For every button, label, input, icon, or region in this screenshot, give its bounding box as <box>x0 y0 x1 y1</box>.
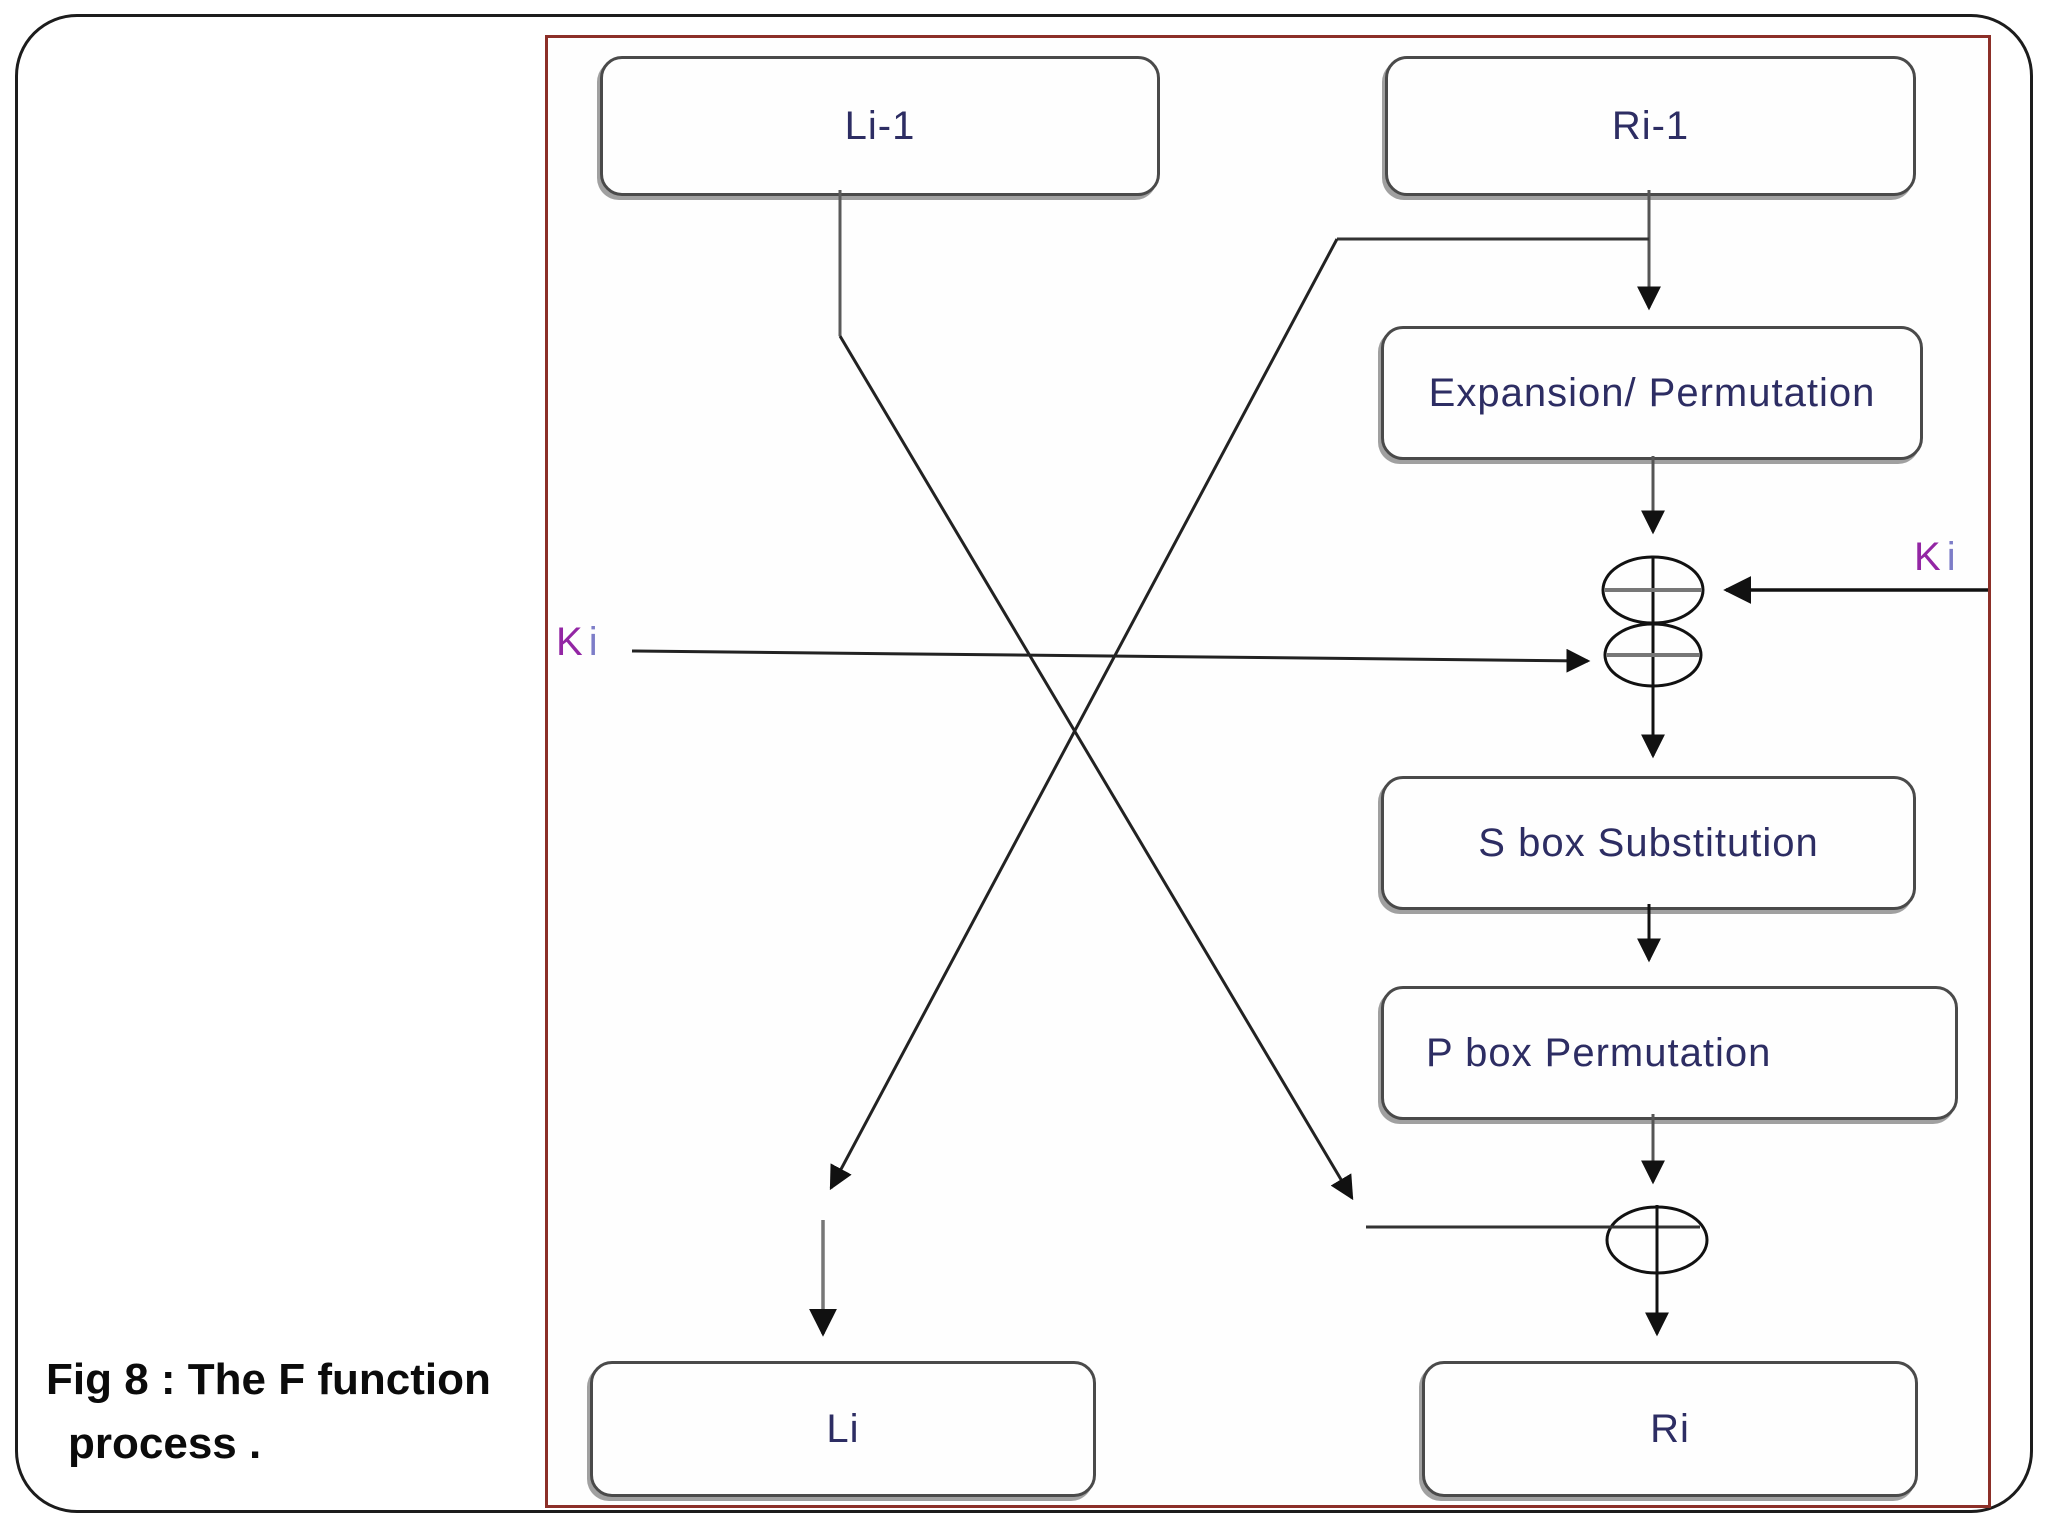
node-ri-output-label: Ri <box>1650 1406 1690 1451</box>
figure-caption: Fig 8 : The F function process . <box>46 1348 566 1476</box>
node-pbox-permutation: P box Permutation <box>1381 986 1958 1120</box>
edge-ri-prev-to-li-diagonal <box>829 238 1339 1191</box>
node-ri-prev: Ri-1 <box>1385 56 1916 196</box>
node-expansion-label: Expansion/ Permutation <box>1428 370 1876 415</box>
node-sbox-label: S box Substitution <box>1478 820 1819 865</box>
figure-caption-line2: process . <box>68 1419 262 1468</box>
node-ri-output: Ri <box>1422 1361 1918 1497</box>
node-li-output: Li <box>590 1361 1096 1497</box>
ki-label-right: Ki <box>1914 535 1962 579</box>
node-pbox-label: P box Permutation <box>1426 1030 1772 1075</box>
node-ri-prev-label: Ri-1 <box>1611 103 1690 148</box>
node-sbox-substitution: S box Substitution <box>1381 776 1916 910</box>
f-function-diagram <box>545 35 1991 1508</box>
figure-caption-line1: Fig 8 : The F function <box>46 1355 491 1404</box>
edge-ki-left-to-key-xor <box>631 648 1591 673</box>
node-li-output-label: Li <box>826 1406 860 1451</box>
ki-label-left: Ki <box>556 620 604 664</box>
node-li-prev: Li-1 <box>600 56 1160 196</box>
node-expansion-permutation: Expansion/ Permutation <box>1381 326 1923 460</box>
node-li-prev-label: Li-1 <box>844 103 916 148</box>
edge-li-prev-to-output-xor-diagonal <box>838 335 1354 1201</box>
